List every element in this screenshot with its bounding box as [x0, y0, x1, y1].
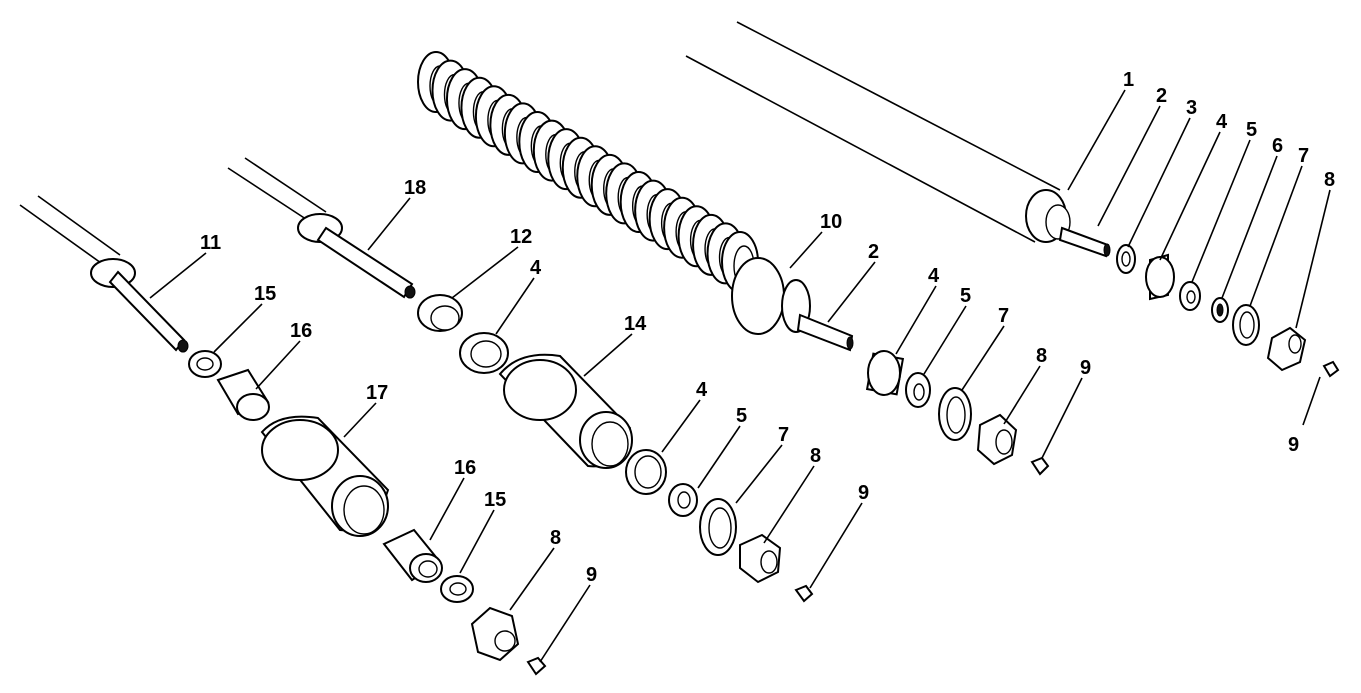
label-9-bottom: 9	[586, 564, 597, 586]
label-12: 12	[510, 226, 532, 248]
sleeve-14	[498, 353, 633, 469]
label-11: 11	[200, 232, 221, 254]
right-hardware-stack	[1116, 244, 1340, 378]
lower-middle-hardware	[625, 449, 814, 603]
label-17: 17	[366, 382, 388, 404]
label-16-upper: 16	[290, 320, 312, 342]
label-2: 2	[1156, 85, 1167, 107]
label-8-middle: 8	[1036, 345, 1047, 367]
lower-left-hardware	[382, 528, 547, 676]
left-shaft-18	[227, 157, 416, 299]
label-4-lower: 4	[696, 379, 708, 401]
label-16-lower: 16	[454, 457, 476, 479]
middle-hardware-stack	[865, 350, 1050, 476]
label-5: 5	[1246, 119, 1257, 141]
label-8-lower: 8	[810, 445, 821, 467]
left-shaft-11	[19, 195, 189, 353]
label-8-bottom: 8	[550, 527, 561, 549]
label-4-middle: 4	[928, 265, 940, 287]
label-7-middle: 7	[998, 305, 1009, 327]
label-9: 9	[1288, 434, 1299, 456]
label-5-lower: 5	[736, 405, 747, 427]
label-9-middle: 9	[1080, 357, 1091, 379]
label-4-shaft: 4	[530, 257, 542, 279]
label-10: 10	[820, 211, 842, 233]
grooved-roller-end	[731, 257, 854, 352]
label-7-lower: 7	[778, 424, 789, 446]
grooved-roller	[417, 51, 759, 293]
label-2-grooved: 2	[868, 241, 879, 263]
part-labels: 1 2 3 4 5 6 7 8 9 10 2 4 5 7 8 9 11 18 1…	[200, 69, 1335, 586]
label-15-lower: 15	[484, 489, 506, 511]
label-7: 7	[1298, 145, 1309, 167]
label-3: 3	[1186, 97, 1197, 119]
label-4: 4	[1216, 111, 1228, 133]
label-5-middle: 5	[960, 285, 971, 307]
label-15-upper: 15	[254, 283, 276, 305]
label-18: 18	[404, 177, 426, 199]
label-8: 8	[1324, 169, 1335, 191]
sleeve-17	[260, 415, 390, 537]
leader-lines	[149, 89, 1331, 663]
smooth-roller	[685, 21, 1111, 258]
label-9-lower: 9	[858, 482, 869, 504]
shaft-hardware	[188, 294, 509, 421]
label-6: 6	[1272, 135, 1283, 157]
label-1: 1	[1123, 69, 1134, 91]
label-14: 14	[624, 313, 647, 335]
